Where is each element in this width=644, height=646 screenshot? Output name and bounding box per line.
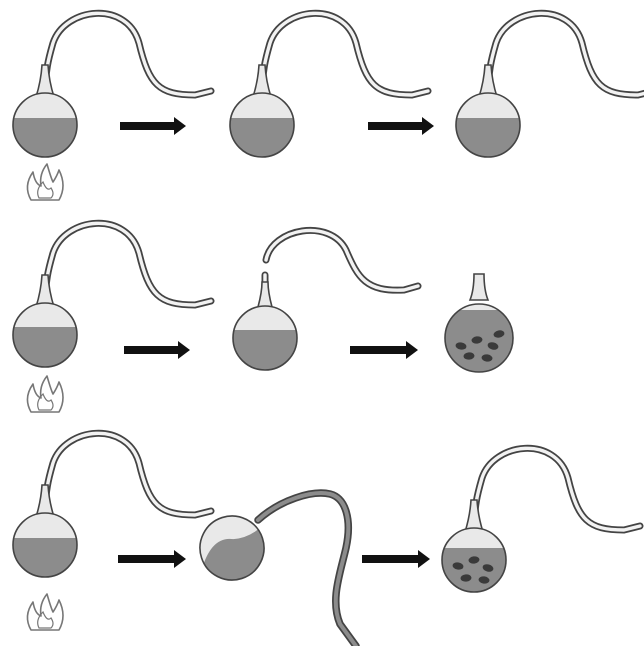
r1-flask-1-bulb-liquid (13, 118, 77, 157)
r2-flask-2-detached-tube-outline (262, 226, 422, 294)
r1-flask-2-bulb-liquid (230, 118, 294, 157)
r1-flask-3-neck (477, 64, 499, 98)
r2-flask-2-bulb-rim (232, 305, 298, 371)
r3-flask-1-bulb-rim (12, 512, 78, 578)
r3-flame-inner (37, 610, 54, 629)
r2-flask-2-detached-tube-bore (264, 228, 420, 292)
r2-flask-3-particle-6 (493, 330, 505, 338)
r3-flask-2-neck-liquid (256, 491, 358, 646)
r3-flask-1-bulb-liquid (13, 538, 77, 577)
r3-flame (26, 593, 64, 631)
r3-flask-3-particle-3 (482, 564, 494, 572)
r2-flask-3-particle-1 (455, 342, 467, 350)
r2-flame (26, 375, 64, 413)
r1-flask-3-bulb-liquid (456, 118, 520, 157)
r2-flask-2-neck (256, 281, 274, 308)
r3-flask-1-neck (34, 484, 56, 518)
r2-flask-3-bulb-rim (444, 303, 514, 373)
r2-flask-2-bulb-liquid (233, 330, 297, 370)
r1-flame-inner (37, 180, 54, 199)
r3-flask-3-particle-1 (452, 562, 464, 570)
r2-flask-1-bulb-liquid (13, 327, 77, 367)
arrow-layer (118, 117, 434, 568)
r3-flask-2-group (199, 515, 273, 589)
r2-flask-3-particle-2 (471, 336, 483, 344)
r3-flask-3-particle-5 (478, 576, 490, 584)
r3-arrow-2 (362, 550, 430, 568)
r2-flask-3-neck (468, 273, 490, 301)
r1-flask-2-neck (251, 64, 273, 98)
r1-flask-2-bulb-rim (229, 92, 295, 158)
r3-flask-1-swan-neck-bore (43, 431, 213, 520)
r2-arrow-1 (124, 341, 190, 359)
r3-flask-3-swan-neck-bore (472, 446, 642, 535)
r3-flask-3-particle-2 (468, 556, 480, 564)
flame-layer (26, 163, 64, 631)
r2-flask-3-particle-5 (481, 354, 493, 362)
r3-flask-3-bulb-liquid (442, 548, 506, 592)
r1-flask-1-swan-neck-bore (43, 11, 213, 100)
r3-arrow-1 (118, 550, 186, 568)
r1-flask-1-neck (34, 64, 56, 98)
r1-arrow-1 (120, 117, 186, 135)
r1-flame (26, 163, 64, 201)
r3-flask-3-particle-4 (460, 574, 472, 582)
r1-flask-3-swan-neck-bore (486, 11, 644, 100)
r1-flask-3-bulb-rim (455, 92, 521, 158)
r2-flask-3-particle-3 (487, 342, 499, 350)
r2-arrow-2 (350, 341, 418, 359)
r1-flask-3-swan-neck-outline (484, 9, 644, 102)
r2-flask-3-particle-4 (463, 352, 475, 360)
r3-flask-3-neck (463, 499, 485, 533)
r3-flask-2-rim (199, 515, 265, 581)
r3-flask-3-bulb-rim (441, 527, 507, 593)
r2-flame-inner (37, 392, 54, 411)
tube-layer (41, 9, 644, 646)
flask-layer (12, 64, 521, 593)
r1-flask-2-swan-neck-bore (260, 11, 430, 100)
r1-flask-1-bulb-rim (12, 92, 78, 158)
r2-flask-1-neck (34, 274, 56, 308)
r2-flask-1-swan-neck-bore (43, 221, 213, 310)
r1-arrow-2 (368, 117, 434, 135)
r2-flask-1-bulb-rim (12, 302, 78, 368)
